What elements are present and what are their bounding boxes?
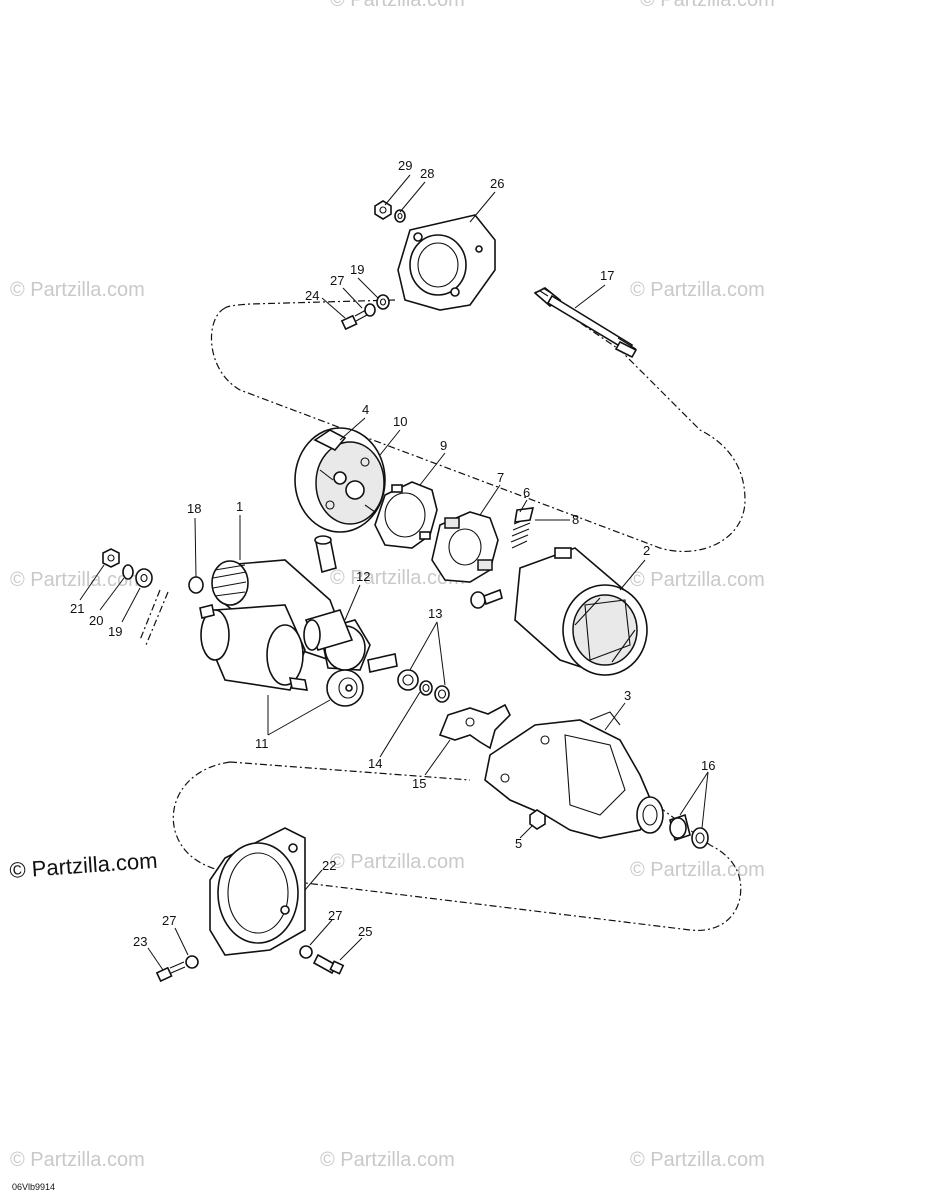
watermark-text: © Partzilla.com bbox=[10, 279, 145, 301]
callout-6: 6 bbox=[523, 485, 530, 500]
top-assembly-outline bbox=[210, 291, 746, 552]
callout-21: 21 bbox=[70, 601, 84, 616]
upper-nut-and-washer bbox=[374, 200, 406, 223]
callout-13: 13 bbox=[428, 606, 442, 621]
watermark-text-primary: © Partzilla.com bbox=[9, 848, 159, 883]
upper-mounting-plate bbox=[397, 214, 496, 311]
rear-end-cover bbox=[294, 427, 386, 533]
callout-11: 11 bbox=[255, 736, 269, 751]
callout-4: 4 bbox=[362, 402, 369, 417]
watermark-text: © Partzilla.com bbox=[330, 851, 465, 873]
callout-labels: 29 28 26 17 24 27 19 4 10 9 7 6 8 2 18 1… bbox=[70, 158, 715, 949]
callout-20: 20 bbox=[89, 613, 103, 628]
housing-nut bbox=[529, 809, 546, 830]
drive-pinion bbox=[303, 609, 354, 651]
callout-12: 12 bbox=[356, 569, 370, 584]
lower-left-screw-set bbox=[155, 955, 199, 983]
through-bolt bbox=[533, 287, 638, 359]
leader-lines bbox=[79, 174, 709, 971]
watermark-text: © Partzilla.com bbox=[630, 569, 765, 591]
watermark-text: © Partzilla.com bbox=[630, 279, 765, 301]
callout-8: 8 bbox=[572, 512, 579, 527]
drive-end-housing bbox=[484, 711, 664, 839]
end-bushing bbox=[314, 535, 337, 574]
lower-right-screw-set bbox=[299, 945, 345, 975]
callout-26: 26 bbox=[490, 176, 504, 191]
watermark-text: © Partzilla.com bbox=[640, 0, 775, 11]
brush-screw bbox=[470, 588, 503, 609]
watermark-text: © Partzilla.com bbox=[320, 1149, 455, 1171]
callout-2: 2 bbox=[643, 543, 650, 558]
callout-16: 16 bbox=[701, 758, 715, 773]
callout-27: 27 bbox=[162, 913, 176, 928]
drive-bushing bbox=[669, 813, 709, 849]
callout-24: 24 bbox=[305, 288, 319, 303]
callout-23: 23 bbox=[133, 934, 147, 949]
lower-mounting-plate bbox=[209, 827, 306, 956]
watermark-text: © Partzilla.com bbox=[10, 569, 145, 591]
callout-19: 19 bbox=[350, 262, 364, 277]
callout-27: 27 bbox=[328, 908, 342, 923]
callout-29: 29 bbox=[398, 158, 412, 173]
callout-28: 28 bbox=[420, 166, 434, 181]
watermark-text: © Partzilla.com bbox=[10, 1149, 145, 1171]
callout-10: 10 bbox=[393, 414, 407, 429]
watermark-text: © Partzilla.com bbox=[330, 567, 465, 589]
callout-3: 3 bbox=[624, 688, 631, 703]
thrust-washers bbox=[397, 669, 450, 703]
callout-5: 5 bbox=[515, 836, 522, 851]
callout-7: 7 bbox=[497, 470, 504, 485]
callout-14: 14 bbox=[368, 756, 382, 771]
callout-17: 17 bbox=[600, 268, 614, 283]
diagram-code: 06Vlb9914 bbox=[12, 1182, 55, 1192]
upper-screw-set bbox=[340, 294, 390, 331]
callout-19: 19 bbox=[108, 624, 122, 639]
brush-spring bbox=[510, 507, 535, 549]
shift-lever bbox=[438, 703, 511, 750]
watermark-layer: © Partzilla.com © Partzilla.com © Partzi… bbox=[9, 0, 775, 1171]
callout-18: 18 bbox=[187, 501, 201, 516]
brush-plate bbox=[374, 481, 438, 549]
brush-holder bbox=[431, 511, 499, 583]
callout-9: 9 bbox=[440, 438, 447, 453]
callout-25: 25 bbox=[358, 924, 372, 939]
watermark-text: © Partzilla.com bbox=[630, 1149, 765, 1171]
callout-22: 22 bbox=[322, 858, 336, 873]
callout-27: 27 bbox=[330, 273, 344, 288]
watermark-text: © Partzilla.com bbox=[630, 859, 765, 881]
callout-1: 1 bbox=[236, 499, 243, 514]
terminal-hardware bbox=[102, 548, 204, 646]
motor-yoke bbox=[514, 547, 648, 676]
watermark-text: © Partzilla.com bbox=[330, 0, 465, 11]
callout-15: 15 bbox=[412, 776, 426, 791]
bearing-cap bbox=[326, 669, 364, 707]
